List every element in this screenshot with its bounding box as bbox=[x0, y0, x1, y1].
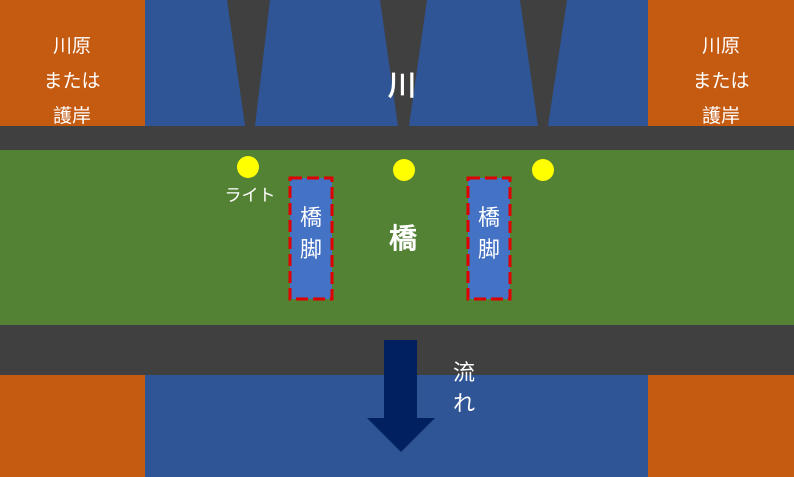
light-2 bbox=[393, 159, 415, 181]
light-1 bbox=[237, 156, 259, 178]
bank-right-line-2: または bbox=[692, 70, 749, 92]
bank-lower-right bbox=[648, 375, 794, 477]
flow-label-1: 流 bbox=[453, 361, 475, 386]
bank-left-line-2: または bbox=[43, 70, 100, 92]
bank-left-line-3: 護岸 bbox=[53, 105, 91, 127]
bank-left-line-1: 川原 bbox=[53, 35, 91, 57]
pier-right-label-2: 脚 bbox=[478, 238, 500, 263]
light-3 bbox=[532, 159, 554, 181]
flow-arrow bbox=[367, 340, 435, 452]
pier-right-label-1: 橋 bbox=[478, 206, 500, 231]
pier-right bbox=[466, 176, 512, 301]
river-divider-right bbox=[520, 0, 567, 126]
river-label: 川 bbox=[388, 69, 416, 102]
light-label: ライト bbox=[225, 186, 276, 206]
pier-left bbox=[288, 176, 334, 301]
road-upper bbox=[0, 126, 794, 150]
bank-lower-left bbox=[0, 375, 145, 477]
bank-right-line-1: 川原 bbox=[702, 35, 740, 57]
bank-right-line-3: 護岸 bbox=[702, 105, 740, 127]
bank-upper-left bbox=[0, 0, 145, 126]
river-divider-center bbox=[380, 0, 427, 126]
flow-label-2: れ bbox=[453, 392, 475, 417]
pier-left-label-2: 脚 bbox=[300, 238, 322, 263]
bridge-label: 橋 bbox=[389, 222, 418, 255]
pier-left-label-1: 橋 bbox=[300, 206, 322, 231]
bank-upper-right bbox=[648, 0, 794, 126]
bridge-deck bbox=[0, 150, 794, 325]
river-divider-left bbox=[227, 0, 270, 126]
